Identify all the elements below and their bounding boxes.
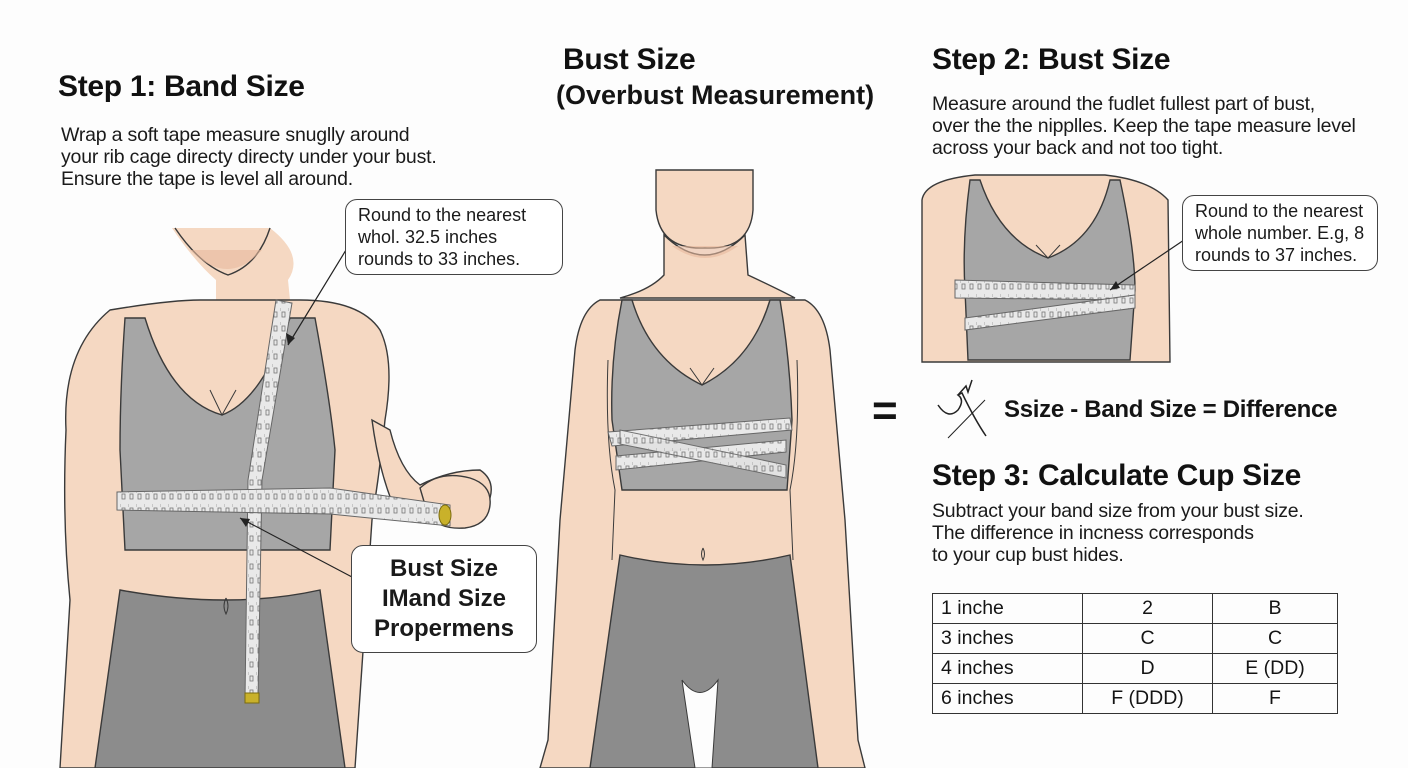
table-cell: E (DD) [1212, 653, 1338, 684]
table-cell: F (DDD) [1082, 683, 1213, 714]
step1-rounding-callout: Round to the nearest whol. 32.5 inches r… [345, 199, 563, 275]
step3-line: Subtract your band size from your bust s… [932, 500, 1304, 522]
step1-line: Ensure the tape is level all around. [61, 168, 353, 190]
table-cell: 3 inches [932, 623, 1083, 654]
callout-line: whole number. E.g, 8 [1195, 223, 1365, 243]
bust-band-label-box: Bust Size IMand Size Propermens [351, 545, 537, 653]
callout-line: Round to the nearest [1195, 201, 1364, 221]
callout-line: rounds to 33 inches. [358, 249, 521, 269]
figure-band-size [59, 227, 492, 768]
callout-line: whol. 32.5 inches [358, 227, 498, 247]
step3-line: The difference in incness corresponds [932, 522, 1254, 544]
step3-instructions: Subtract your band size from your bust s… [932, 500, 1304, 566]
step2-rounding-callout: Round to the nearest whole number. E.g, … [1182, 195, 1378, 271]
center-subtitle: (Overbust Measurement) [556, 80, 875, 110]
step2-instructions: Measure around the fudlet fullest part o… [932, 93, 1356, 159]
difference-formula: Ssize - Band Size = Difference [1004, 396, 1338, 423]
center-title: Bust Size [563, 43, 696, 76]
step1-instructions: Wrap a soft tape measure snuglly around … [61, 124, 437, 190]
equals-sign: = [872, 386, 898, 435]
label-line: IMand Size [381, 585, 507, 612]
figure-bust-inset [921, 174, 1185, 363]
figure-overbust [539, 169, 866, 768]
table-cell: C [1212, 623, 1338, 654]
table-cell: 2 [1082, 593, 1213, 624]
table-row: 4 inches D E (DD) [932, 653, 1338, 684]
table-cell: 6 inches [932, 683, 1083, 714]
step3-line: to your cup bust hides. [932, 544, 1124, 566]
table-cell: 1 inche [932, 593, 1083, 624]
step2-line: over the the nipplles. Keep the tape mea… [932, 115, 1356, 137]
table-cell: F [1212, 683, 1338, 714]
step2-line: across your back and not too tight. [932, 137, 1224, 159]
step2-title: Step 2: Bust Size [932, 43, 1171, 76]
table-row: 1 inche 2 B [932, 593, 1338, 624]
callout-line: rounds to 37 inches. [1195, 245, 1358, 265]
cup-size-table: 1 inche 2 B 3 inches C C 4 inches D E (D… [932, 593, 1338, 714]
label-line: Propermens [373, 615, 515, 642]
step1-title: Step 1: Band Size [58, 70, 305, 103]
callout-line: Round to the nearest [358, 205, 527, 225]
table-cell: D [1082, 653, 1213, 684]
step3-title: Step 3: Calculate Cup Size [932, 459, 1301, 492]
measure-scribble-icon [937, 379, 987, 439]
table-cell: B [1212, 593, 1338, 624]
table-cell: 4 inches [932, 653, 1083, 684]
table-row: 6 inches F (DDD) F [932, 683, 1338, 714]
step1-line: your rib cage directy directy under your… [61, 146, 437, 168]
step1-line: Wrap a soft tape measure snuglly around [61, 124, 410, 146]
label-line: Bust Size [389, 555, 499, 582]
step2-line: Measure around the fudlet fullest part o… [932, 93, 1315, 115]
table-cell: C [1082, 623, 1213, 654]
table-row: 3 inches C C [932, 623, 1338, 654]
